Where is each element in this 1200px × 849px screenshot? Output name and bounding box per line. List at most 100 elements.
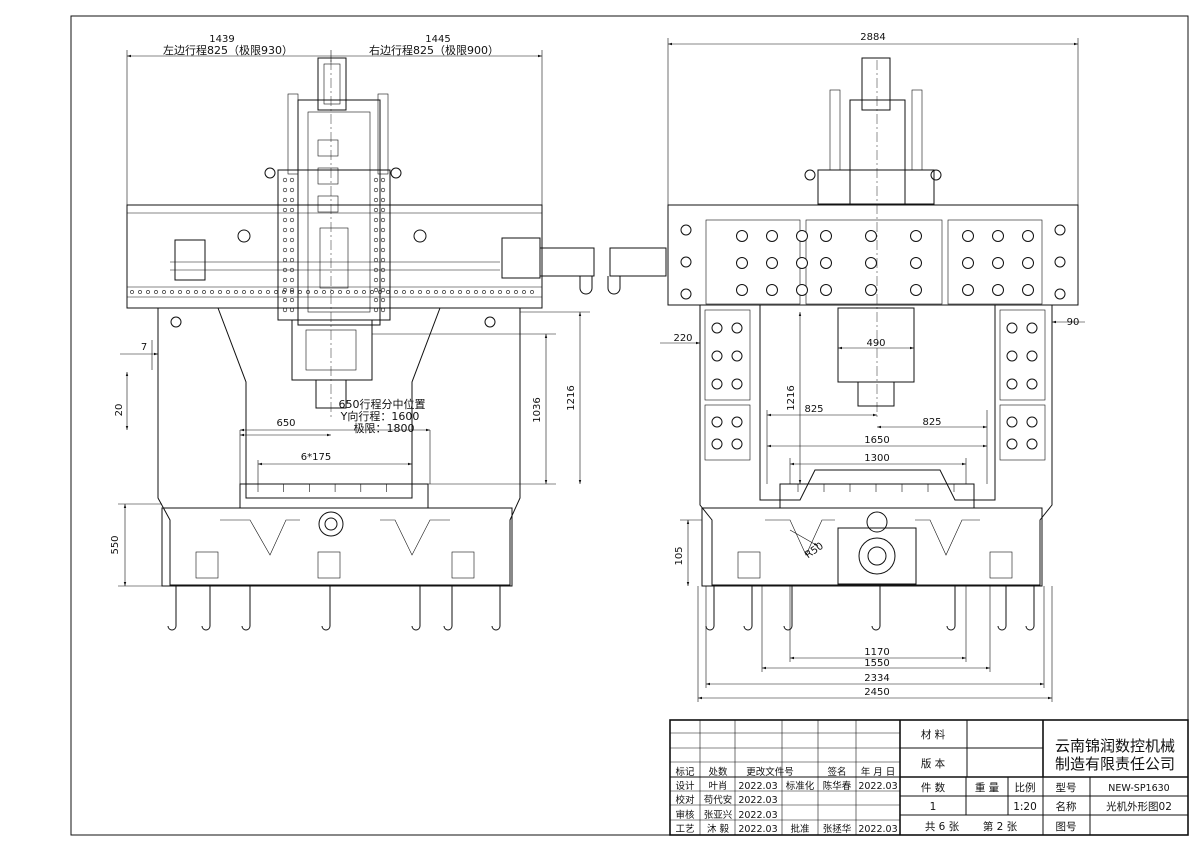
row-process: 工艺 xyxy=(675,824,694,835)
dim-1216-right: 1216 xyxy=(786,385,797,410)
dim-20: 20 xyxy=(114,404,125,417)
std-date: 2022.03 xyxy=(858,781,897,792)
hdr-mark: 标记 xyxy=(675,766,695,778)
hdr-count: 处数 xyxy=(708,766,728,778)
std-name: 陈华春 xyxy=(823,780,852,792)
dim-1216-left: 1216 xyxy=(566,385,577,410)
sheets-label: 共 6 张 xyxy=(925,821,960,833)
crossbeam xyxy=(126,204,543,309)
dim-2334: 2334 xyxy=(864,673,889,684)
process-date: 2022.03 xyxy=(738,824,777,835)
design-name: 叶肖 xyxy=(708,780,727,792)
hdr-sign: 签名 xyxy=(827,766,846,778)
company-line-2: 制造有限责任公司 xyxy=(1055,755,1175,773)
x-axis-motor-right xyxy=(501,237,541,279)
saddle xyxy=(277,169,391,321)
y-axis-motor-mount xyxy=(837,527,917,585)
dim-2884: 2884 xyxy=(860,32,885,43)
company-line-1: 云南锦润数控机械 xyxy=(1055,737,1175,755)
title-block: 标记 处数 更改文件号 签名 年 月 日 设计 叶肖 2022.03 标准化 陈… xyxy=(669,719,1189,836)
side-leveling-feet xyxy=(705,586,1035,631)
dim-left-travel: 左边行程825（极限930） xyxy=(163,43,293,57)
spindle-head xyxy=(291,319,373,381)
dim-right-travel: 右边行程825（极限900） xyxy=(369,43,499,57)
ram xyxy=(297,99,381,326)
dim-90: 90 xyxy=(1067,317,1080,328)
scale-value: 1:20 xyxy=(1013,801,1037,813)
side-spindle-nose xyxy=(857,381,895,407)
row-check: 校对 xyxy=(675,794,695,806)
review-date: 2022.03 xyxy=(738,810,777,821)
row-design: 设计 xyxy=(675,780,695,792)
x-axis-motor-left xyxy=(174,239,206,281)
hdr-date: 年 月 日 xyxy=(861,766,896,778)
approve-date: 2022.03 xyxy=(858,824,897,835)
side-saddle xyxy=(817,169,935,205)
spindle-motor xyxy=(317,57,347,111)
side-ram xyxy=(849,99,906,206)
dim-1036: 1036 xyxy=(532,397,543,422)
side-columns xyxy=(699,304,1053,586)
model-value: NEW-SP1630 xyxy=(1108,783,1169,794)
note-y-travel: Y向行程：1600 xyxy=(340,409,420,423)
dim-2450: 2450 xyxy=(864,687,889,698)
dim-650: 650 xyxy=(276,418,295,429)
saddle-bolt-grid xyxy=(282,177,386,313)
gantry-columns xyxy=(157,307,521,586)
dim-r50: R50 xyxy=(803,541,825,561)
dim-1439: 1439 xyxy=(209,34,234,45)
x-axis-servo-motor xyxy=(539,247,595,277)
dim-1650: 1650 xyxy=(864,435,889,446)
leveling-feet xyxy=(167,586,501,631)
approve-name: 张拯华 xyxy=(823,823,852,835)
sheet-border xyxy=(70,15,1189,836)
row-approve: 批准 xyxy=(790,823,810,835)
weight-label: 重 量 xyxy=(975,781,1000,794)
row-review: 审核 xyxy=(675,809,695,821)
model-label: 型号 xyxy=(1056,781,1077,794)
name-label: 名称 xyxy=(1056,800,1078,813)
ballscrew-end xyxy=(318,511,344,537)
scale-label: 比例 xyxy=(1015,781,1036,794)
version-label: 版 本 xyxy=(921,757,946,770)
row-std: 标准化 xyxy=(786,780,815,792)
count-label: 件 数 xyxy=(921,781,946,794)
drawing-no-label: 图号 xyxy=(1056,821,1077,833)
design-date: 2022.03 xyxy=(738,781,777,792)
dim-7: 7 xyxy=(141,342,147,353)
dim-825-left: 825 xyxy=(804,404,823,415)
dim-1170: 1170 xyxy=(864,647,889,658)
check-date: 2022.03 xyxy=(738,795,777,806)
note-mid-travel: 650行程分中位置 xyxy=(339,397,426,411)
worktable xyxy=(239,483,429,509)
sheet-no-label: 第 2 张 xyxy=(983,820,1018,833)
crossbeam-bolt-row xyxy=(130,290,534,294)
dim-105: 105 xyxy=(674,546,685,565)
note-limit: 极限：1800 xyxy=(354,421,415,435)
dim-550: 550 xyxy=(110,535,121,554)
dim-490: 490 xyxy=(866,338,885,349)
check-name: 苟代安 xyxy=(704,794,733,806)
name-value: 光机外形图02 xyxy=(1106,800,1172,813)
side-t-slot-marks xyxy=(797,484,955,492)
side-servo-motor xyxy=(609,247,667,277)
side-column-holes xyxy=(711,322,1038,450)
side-beam-holes xyxy=(680,224,1066,300)
bed xyxy=(161,507,513,587)
left-front-view: 1439 左边行程825（极限930） 1445 右边行程825（极限900） … xyxy=(110,34,595,631)
count-value: 1 xyxy=(930,801,937,813)
review-name: 张亚兴 xyxy=(704,810,733,821)
t-slot-marks xyxy=(257,484,413,492)
side-worktable xyxy=(779,483,975,509)
dim-1550: 1550 xyxy=(864,658,889,669)
dim-220: 220 xyxy=(673,333,692,344)
right-side-view: 2884 220 90 490 1216 825 825 1650 1300 R… xyxy=(607,32,1085,702)
dim-1300: 1300 xyxy=(864,453,889,464)
hdr-change-doc: 更改文件号 xyxy=(746,766,794,778)
side-bed xyxy=(701,507,1043,587)
dim-1445: 1445 xyxy=(425,34,450,45)
side-spindle-motor xyxy=(861,57,891,111)
material-label: 材 料 xyxy=(921,728,946,741)
dim-6x175: 6*175 xyxy=(301,452,331,463)
